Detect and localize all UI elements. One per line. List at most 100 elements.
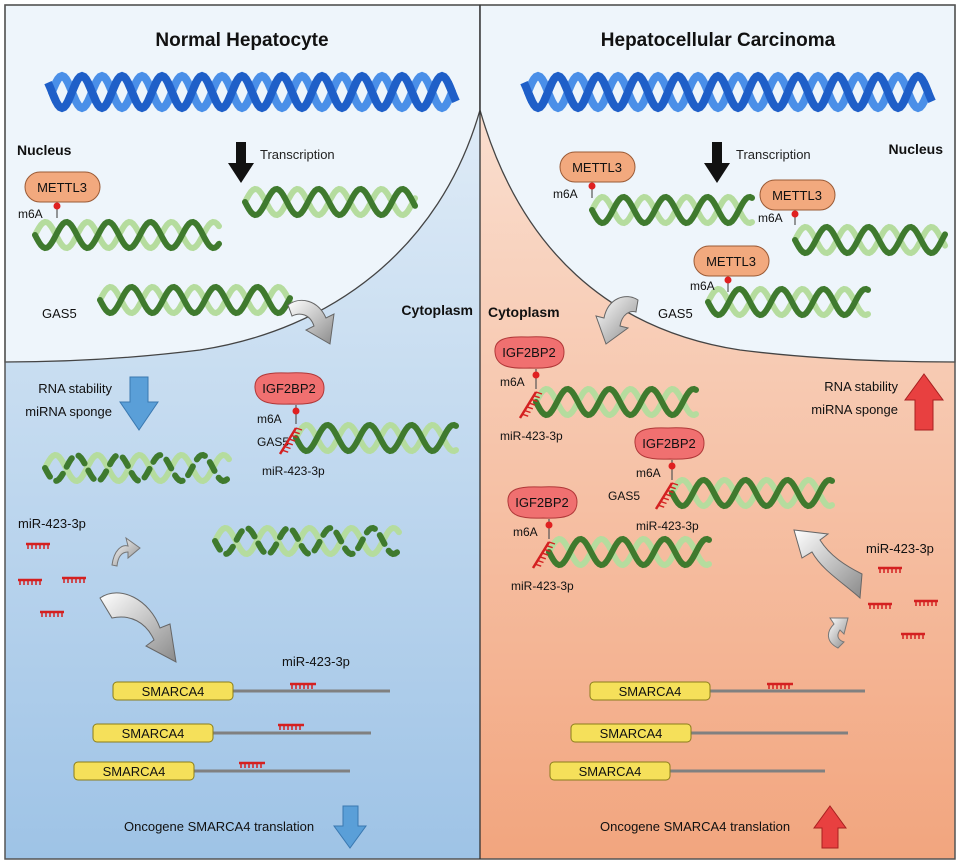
dna-crossover xyxy=(820,80,836,104)
smarca4-label: SMARCA4 xyxy=(122,726,185,741)
igf2bp2-body xyxy=(494,336,565,369)
right-igf2bp2-1: IGF2BP2 m6A miR-423-3p xyxy=(494,336,565,443)
left-effect-line2: miRNA sponge xyxy=(25,404,112,419)
right-transcription-arrow xyxy=(704,142,730,183)
left-mettl3: METTL3 m6A xyxy=(18,171,101,221)
bound-mirna xyxy=(531,541,556,569)
igf2bp2-body xyxy=(634,427,705,460)
dna-crossover xyxy=(680,80,696,104)
rna-strand-light xyxy=(669,476,835,510)
dna-crossover xyxy=(204,80,220,104)
dna-crossover xyxy=(104,80,120,104)
m6a-label: m6A xyxy=(636,466,661,480)
rna-strand-light xyxy=(705,285,871,319)
smarca4-cds xyxy=(92,723,214,743)
smarca4-cds xyxy=(112,681,234,701)
right-gas5-rna xyxy=(705,285,871,319)
dna-crossover xyxy=(920,80,936,104)
dna-crossover xyxy=(540,80,556,104)
right-small-curved-arrow xyxy=(828,617,849,649)
dna-crossover xyxy=(64,80,80,104)
right-mettl3-2: METTL3 m6A xyxy=(758,179,836,225)
dna-crossover xyxy=(620,80,636,104)
left-nuclear-rna-transcript xyxy=(242,185,418,219)
left-nucleus xyxy=(4,4,481,363)
right-dna-helix xyxy=(520,71,936,113)
mettl3-body xyxy=(24,171,101,203)
left-cytoplasm-label: Cytoplasm xyxy=(401,302,473,318)
m6a-dot xyxy=(532,371,540,379)
left-export-arrow xyxy=(287,299,335,345)
mirna xyxy=(290,682,316,689)
mirna xyxy=(878,566,902,573)
dna-crossover xyxy=(124,80,140,104)
dna-crossover xyxy=(640,80,656,104)
mirna-label: miR-423-3p xyxy=(511,579,574,593)
dna-crossover xyxy=(224,80,240,104)
left-smarca4-mrna-1: SMARCA4 xyxy=(112,681,390,701)
right-bound-target-mirna xyxy=(767,682,793,689)
m6a-dot xyxy=(53,202,61,210)
dna-crossover xyxy=(264,80,280,104)
left-degraded-rna-2 xyxy=(212,524,402,558)
m6a-label: m6A xyxy=(758,211,783,225)
mirna-label: miR-423-3p xyxy=(500,429,563,443)
gas5-label: GAS5 xyxy=(257,435,289,449)
right-gas5-label: GAS5 xyxy=(658,306,693,321)
rna-strand-dark xyxy=(589,193,755,227)
dna-crossover xyxy=(244,80,260,104)
mirna-label: miR-423-3p xyxy=(262,464,325,478)
rna-strand-light xyxy=(97,283,293,317)
igf2bp2-label: IGF2BP2 xyxy=(502,345,555,360)
dna-crossover xyxy=(444,80,460,104)
smarca4-cds xyxy=(589,681,711,701)
mirna xyxy=(26,542,50,549)
rna-strand-light xyxy=(589,193,755,227)
left-gas5-igf2bp2-complex-rna xyxy=(293,421,459,455)
left-small-curved-arrow xyxy=(111,536,141,567)
dna-crossover xyxy=(560,80,576,104)
dna-crossover xyxy=(660,80,676,104)
left-effect-line1: RNA stability xyxy=(38,381,112,396)
m6a-dot xyxy=(724,276,732,284)
dna-crossover xyxy=(700,80,716,104)
dna-crossover xyxy=(344,80,360,104)
right-nucleus-label: Nucleus xyxy=(889,141,944,157)
rna-strand-dark xyxy=(97,283,293,317)
mirna xyxy=(914,599,938,606)
dna-crossover xyxy=(900,80,916,104)
mirna-label: miR-423-3p xyxy=(636,519,699,533)
igf2bp2-label: IGF2BP2 xyxy=(642,436,695,451)
rna-strand-light xyxy=(212,524,402,558)
left-transcription-label: Transcription xyxy=(260,147,335,162)
right-panel-title: Hepatocellular Carcinoma xyxy=(601,30,836,51)
rna-strand-dark xyxy=(533,385,699,419)
mirna xyxy=(868,602,892,609)
m6a-dot xyxy=(545,521,553,529)
rna-strand-dark xyxy=(212,524,402,558)
dna-crossover xyxy=(164,80,180,104)
left-big-curved-arrow xyxy=(99,592,177,663)
left-smarca4-mrna-3: SMARCA4 xyxy=(73,761,350,781)
igf2bp2-body xyxy=(507,486,578,519)
rna-strand-dark xyxy=(32,218,222,252)
smarca4-label: SMARCA4 xyxy=(579,764,642,779)
mettl3-body xyxy=(559,151,636,183)
left-nucleus-label: Nucleus xyxy=(17,142,72,158)
dna-crossover xyxy=(800,80,816,104)
dna-crossover xyxy=(580,80,596,104)
m6a-dot xyxy=(668,462,676,470)
left-outcome-label: Oncogene SMARCA4 translation xyxy=(124,819,314,834)
smarca4-label: SMARCA4 xyxy=(619,684,682,699)
m6a-label: m6A xyxy=(18,207,43,221)
dna-crossover xyxy=(424,80,440,104)
right-cytoplasm-rna-2 xyxy=(669,476,835,510)
m6a-label: m6A xyxy=(500,375,525,389)
right-effect-line2: miRNA sponge xyxy=(811,402,898,417)
rna-strand-light xyxy=(293,421,459,455)
right-transcription-label: Transcription xyxy=(736,147,811,162)
smarca4-label: SMARCA4 xyxy=(103,764,166,779)
left-bound-mirna xyxy=(278,427,303,455)
dna-crossover xyxy=(520,80,536,104)
